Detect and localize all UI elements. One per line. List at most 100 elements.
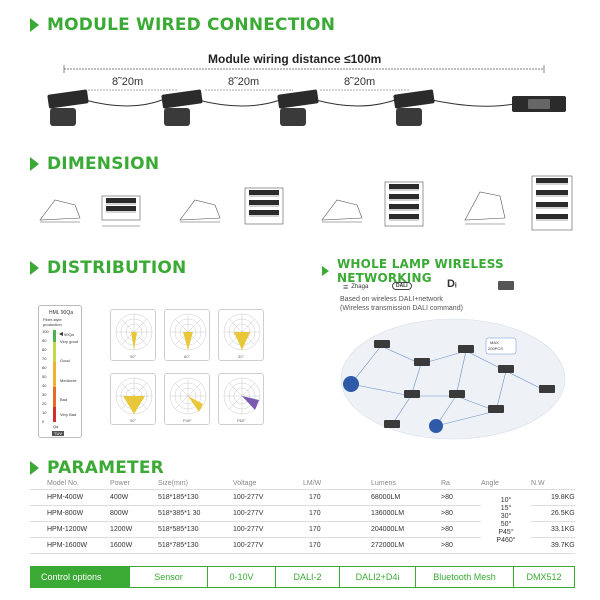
section-title: MODULE WIRED CONNECTION [47, 15, 336, 35]
column-header: N.W [531, 478, 575, 490]
control-option-dali-2: DALI-2 [275, 567, 339, 587]
section-heading-dimension: DIMENSION [30, 154, 159, 174]
section-heading-wired: MODULE WIRED CONNECTION [30, 15, 335, 35]
polar-plot: 90° [110, 373, 156, 425]
scale-tick: 90 [42, 338, 47, 343]
polar-label: 90° [130, 354, 137, 359]
scale-tick: 60 [42, 365, 47, 370]
polar-label: 60° [184, 354, 191, 359]
table-row: HPM-1200W 1200W 518*585*130 100-277V 170… [30, 521, 575, 538]
column-header: LM/W [303, 478, 359, 490]
mesh-network-diagram [340, 318, 566, 440]
zhaga-icon: ≡ [343, 282, 349, 292]
cell-lumens: 272000LM [359, 537, 441, 554]
polar-label: P60° [237, 418, 246, 423]
cell-ra: >80 [441, 505, 481, 522]
cell-size: 518*185*130 [158, 489, 233, 506]
table-row: HPM-400W 400W 518*185*130 100-277V 170 6… [30, 489, 575, 554]
polar-plot: P60° [218, 373, 264, 425]
section-title: PARAMETER [47, 458, 164, 478]
section-title: DISTRIBUTION [47, 258, 187, 278]
chevron-right-icon [322, 266, 329, 276]
column-header: Angle [481, 478, 531, 490]
scale-label: Bad [60, 397, 68, 402]
quality-scale: HML 90Qa Fiber-style production 100 90 8… [38, 305, 82, 438]
wiring-diagram [47, 65, 566, 126]
cell-power: 800W [110, 505, 158, 522]
chevron-right-icon [30, 461, 39, 475]
cell-model: HPM-1600W [30, 537, 110, 554]
scale-axis-label: Qa [53, 424, 59, 429]
control-options-bar: Control options Sensor 0-10V DALI-2 DALI… [30, 566, 575, 588]
cell-model: HPM-400W [30, 489, 110, 506]
d4i-logo: Dᵢ [447, 278, 457, 290]
section-title: WHOLE LAMP WIRELESS NETWORKING [337, 257, 504, 285]
control-option-sensor: Sensor [129, 567, 207, 587]
cell-power: 400W [110, 489, 158, 506]
scale-tick: 10 [42, 410, 47, 415]
control-option-0-10v: 0-10V [207, 567, 275, 587]
polar-plot: 90° [110, 309, 156, 361]
parameter-table: Model No. Power Size(mm) Voltage LM/W Lu… [30, 478, 575, 554]
scale-label: 90Qa [64, 332, 74, 337]
cell-model: HPM-800W [30, 505, 110, 522]
cell-voltage: 100-277V [233, 489, 303, 506]
scale-tick: 30 [42, 392, 47, 397]
scale-tick: 0 [42, 419, 45, 424]
brand-logo-zhaga: ≡ Zhaga [343, 282, 368, 292]
cell-lmw: 170 [303, 537, 359, 554]
cell-lumens: 68000LM [359, 489, 441, 506]
cell-ra: >80 [441, 489, 481, 506]
cell-power: 1200W [110, 521, 158, 538]
section-title: DIMENSION [47, 154, 160, 174]
table-row: HPM-1600W 1600W 518*785*130 100-277V 170… [30, 537, 575, 554]
brand-logo-dali: DALI [392, 282, 412, 290]
cell-nw: 39.7KG [531, 537, 575, 554]
angle-value: 10° [500, 497, 512, 504]
section-heading-distribution: DISTRIBUTION [30, 258, 186, 278]
scale-tick: 50 [42, 374, 47, 379]
cell-ra: >80 [441, 537, 481, 554]
section-heading-wireless: WHOLE LAMP WIRELESS NETWORKING [322, 257, 600, 285]
cell-lmw: 170 [303, 505, 359, 522]
angle-value: 15° [500, 505, 512, 512]
cell-power: 1600W [110, 537, 158, 554]
wireless-desc-line1: Based on wireless DALI+network [340, 296, 443, 303]
column-header: Power [110, 478, 158, 490]
chevron-right-icon [30, 261, 39, 275]
cell-size: 518*585*130 [158, 521, 233, 538]
cell-voltage: 100-277V [233, 537, 303, 554]
cell-voltage: 100-277V [233, 521, 303, 538]
angle-value: P460° [496, 537, 516, 544]
column-header: Size(mm) [158, 478, 233, 490]
control-option-dali2-d4i: DALI2+D4i [339, 567, 415, 587]
section-heading-parameter: PARAMETER [30, 458, 164, 478]
bluetooth-logo-icon [498, 281, 514, 290]
scale-label: Very good [60, 339, 79, 344]
wiring-distance-label: Module wiring distance ≤100m [208, 52, 382, 66]
polar-label: 90° [130, 418, 137, 423]
column-header: Lumens [359, 478, 441, 490]
cell-lumens: 136000LM [359, 505, 441, 522]
column-header: Voltage [233, 478, 303, 490]
scale-badge: TUV [52, 431, 64, 436]
scale-tick: 40 [42, 383, 47, 388]
scale-title: HML 90Qa [49, 310, 73, 316]
cell-lmw: 170 [303, 521, 359, 538]
cell-voltage: 100-277V [233, 505, 303, 522]
scale-label: Good [60, 358, 70, 363]
cell-nw: 26.5KG [531, 505, 575, 522]
polar-plot: P45° [164, 373, 210, 425]
polar-label: 30° [238, 354, 245, 359]
scale-tick: 100 [42, 329, 49, 334]
chevron-right-icon [30, 157, 39, 171]
column-header: Ra [441, 478, 481, 490]
max-value: 200PCS [488, 346, 503, 351]
scale-tick: 20 [42, 401, 47, 406]
scale-tick: 80 [42, 347, 47, 352]
cell-model: HPM-1200W [30, 521, 110, 538]
control-options-title: Control options [31, 567, 129, 587]
cell-nw: 33.1KG [531, 521, 575, 538]
wireless-desc-line2: (Wireless transmission DALI command) [340, 305, 463, 312]
control-option-dmx512: DMX512 [513, 567, 574, 587]
